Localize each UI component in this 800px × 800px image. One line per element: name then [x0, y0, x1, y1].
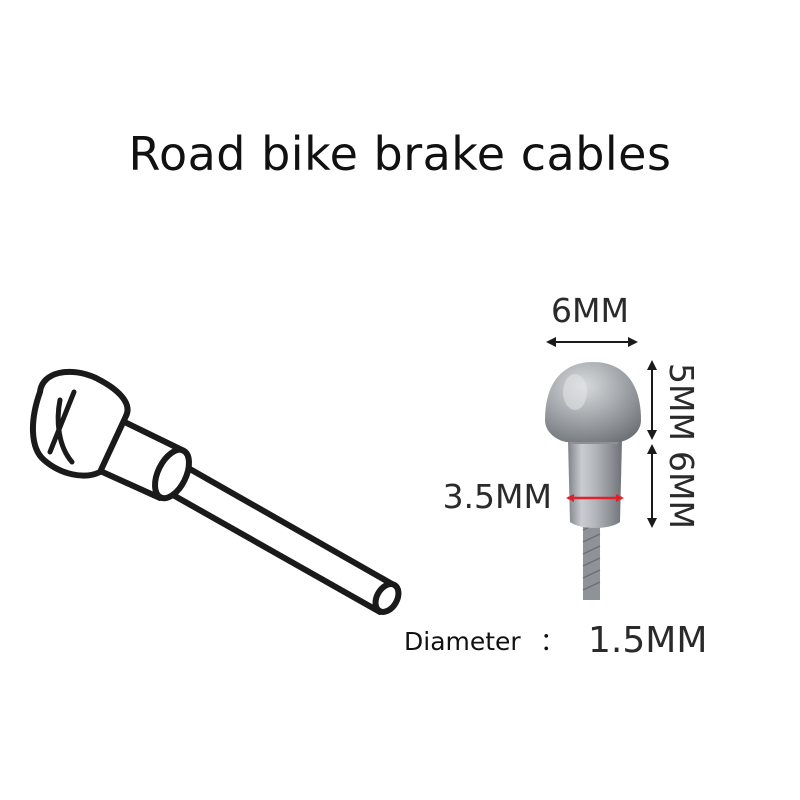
diameter-separator: ： [540, 627, 565, 656]
page-title: Road bike brake cables [128, 127, 672, 181]
diameter-label: Diameter [404, 627, 521, 656]
diameter-value: 1.5MM [588, 620, 707, 661]
head-height-label: 5MM [662, 363, 701, 441]
barrel-diameter-label: 3.5MM [443, 477, 552, 516]
cable-end-photo [545, 362, 641, 600]
head-width-label: 6MM [551, 291, 629, 330]
cable-end-line-drawing [29, 368, 402, 615]
barrel-height-label: 6MM [662, 451, 701, 529]
